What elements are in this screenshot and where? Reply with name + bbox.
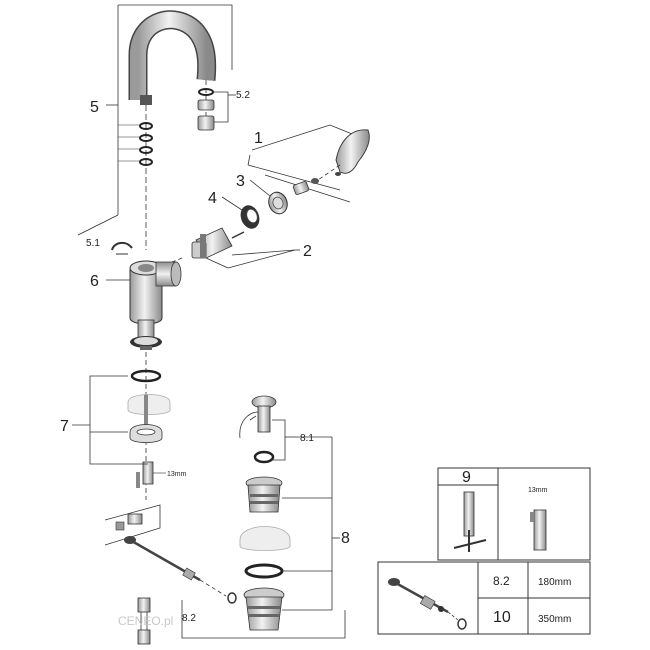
callout-4: 4 xyxy=(208,190,217,207)
cover-cap-part xyxy=(268,191,288,215)
callout-13mm: 13mm xyxy=(167,471,187,478)
popup-lever-assembly xyxy=(104,504,237,645)
table-len-10: 350mm xyxy=(538,614,571,625)
lever-handle-part xyxy=(317,129,370,181)
retaining-ring-part xyxy=(240,205,260,229)
callout-5: 5 xyxy=(90,99,99,116)
drain-plug-part xyxy=(239,395,277,464)
callout-6: 6 xyxy=(90,273,99,290)
callout-3: 3 xyxy=(236,173,245,190)
callout-1: 1 xyxy=(254,130,263,147)
spout-part xyxy=(128,10,217,250)
rod-drawing xyxy=(388,578,467,630)
spare-parts-table xyxy=(377,467,591,635)
callout-2: 2 xyxy=(303,243,312,260)
cartridge-part xyxy=(171,227,245,263)
shank-and-base-part xyxy=(127,319,171,500)
table-item-8-2: 8.2 xyxy=(493,574,510,588)
item-13mm-drawing xyxy=(530,509,547,551)
table-len-8-2: 180mm xyxy=(538,577,571,588)
drain-body-part xyxy=(239,476,291,631)
clip-part xyxy=(111,242,133,255)
item-9-drawing xyxy=(453,491,487,552)
callout-8-1: 8.1 xyxy=(300,433,314,444)
handle-screw-part xyxy=(292,172,341,195)
spout-seal-rings xyxy=(139,122,153,166)
callout-5-1: 5.1 xyxy=(86,238,100,249)
callout-8-2: 8.2 xyxy=(182,613,196,624)
watermark: CENEO.pl xyxy=(118,614,173,628)
table-item-9: 9 xyxy=(462,469,471,486)
callout-8: 8 xyxy=(341,530,350,547)
table-dim-13mm: 13mm xyxy=(528,487,548,494)
callout-5-2: 5.2 xyxy=(236,90,250,101)
callout-7: 7 xyxy=(60,418,69,435)
faucet-body-part xyxy=(129,260,182,325)
aerator-part xyxy=(197,80,215,131)
table-item-10: 10 xyxy=(493,609,511,626)
